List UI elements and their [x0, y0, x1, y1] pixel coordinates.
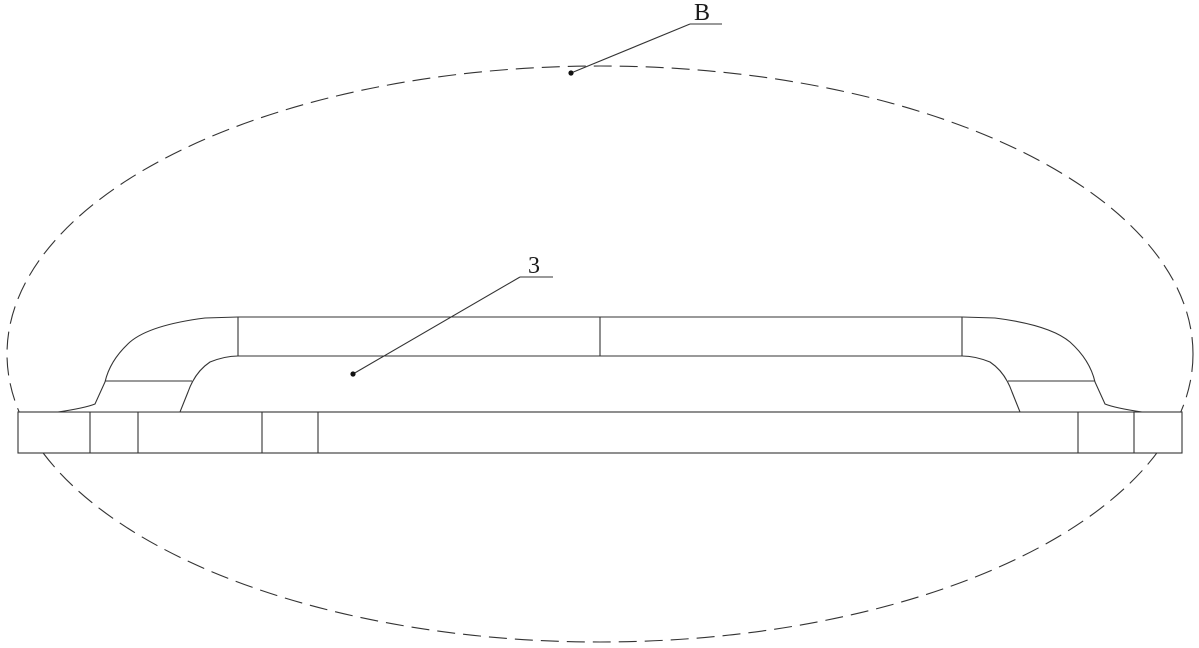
label-3: 3	[528, 253, 540, 279]
base-plate	[17, 411, 1183, 454]
leader-3-line	[352, 276, 521, 375]
leader-b-dot	[568, 70, 574, 76]
part-3-bridge	[57, 316, 1143, 413]
leader-3-dot	[350, 371, 356, 377]
base-plate-body	[17, 411, 1183, 454]
leader-b: B	[568, 0, 722, 76]
label-b: B	[694, 0, 710, 26]
detail-boundary-ellipse	[6, 65, 1194, 643]
bridge-outer-profile	[57, 316, 1143, 413]
leader-b-line	[570, 23, 691, 74]
leader-3: 3	[350, 253, 553, 377]
